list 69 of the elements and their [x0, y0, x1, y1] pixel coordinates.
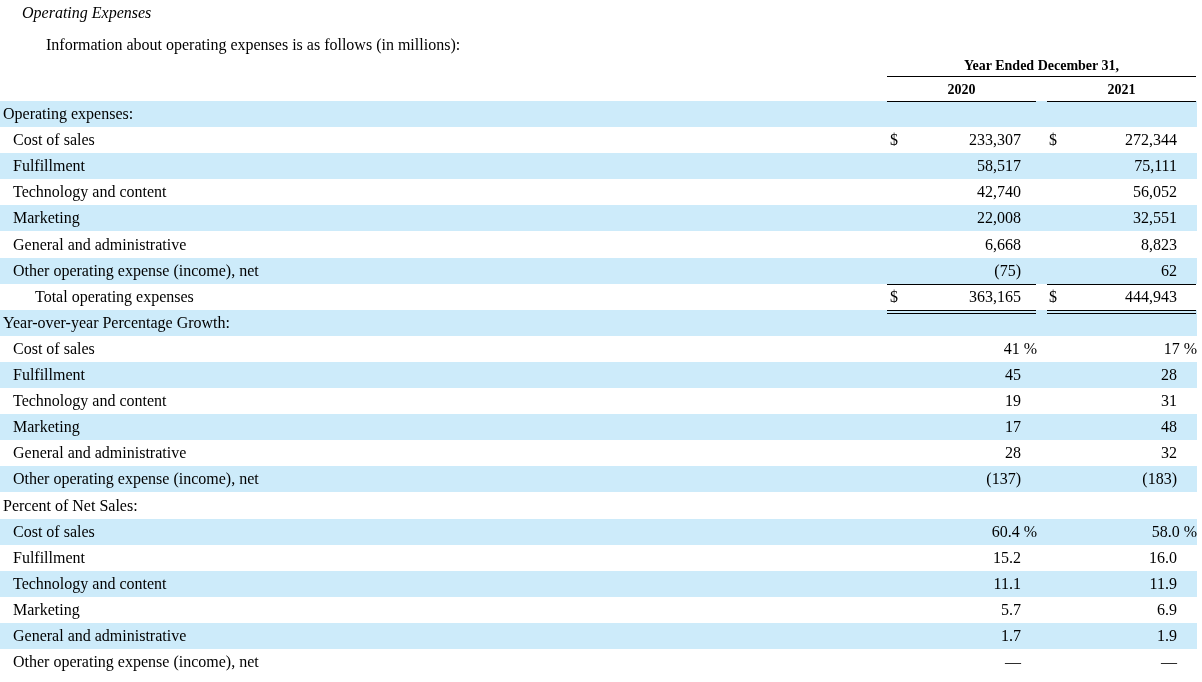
row-label: Cost of sales — [13, 130, 95, 151]
value-cell: 6.9 — [1157, 599, 1177, 620]
row-label: Marketing — [13, 417, 80, 438]
value-cell: 41 % — [1003, 338, 1037, 359]
section-title: Operating Expenses — [22, 3, 152, 23]
value-cell: 32 — [1161, 443, 1177, 464]
currency-symbol: $ — [890, 286, 898, 307]
year-header: 2020 — [946, 81, 977, 99]
value-cell: 15.2 — [993, 547, 1021, 568]
year-header: 2021 — [1106, 81, 1137, 99]
value-cell: 75,111 — [1134, 156, 1177, 177]
row-label: Marketing — [13, 599, 80, 620]
row-label: Fulfillment — [13, 547, 85, 568]
row-label: Other operating expense (income), net — [13, 469, 259, 490]
section-heading: Operating expenses: — [3, 104, 134, 124]
row-label: Other operating expense (income), net — [13, 260, 259, 281]
value-cell: 272,344 — [1125, 130, 1177, 151]
column-header: Year Ended December 31, — [963, 57, 1120, 75]
intro-text: Information about operating expenses is as follows (in millions): — [46, 35, 461, 55]
value-cell: 233,307 — [969, 130, 1021, 151]
value-cell: 28 — [1161, 365, 1177, 385]
row-label: Cost of sales — [13, 521, 95, 542]
value-cell: 444,943 — [1125, 286, 1177, 307]
row-label: General and administrative — [13, 234, 187, 255]
row-label: Cost of sales — [13, 338, 95, 359]
value-cell: (75) — [994, 260, 1021, 281]
value-cell: 19 — [1005, 391, 1021, 412]
value-cell: — — [1005, 652, 1021, 673]
value-cell: 17 % — [1163, 338, 1197, 359]
value-cell: 363,165 — [969, 286, 1021, 307]
row-label: Other operating expense (income), net — [13, 652, 259, 673]
row-label: Total operating expenses — [35, 286, 194, 307]
row-label: Fulfillment — [13, 156, 85, 177]
value-cell: 8,823 — [1141, 234, 1177, 255]
value-cell: 31 — [1161, 391, 1177, 412]
section-heading: Percent of Net Sales: — [3, 495, 138, 516]
value-cell: 17 — [1005, 417, 1021, 438]
section-heading: Year-over-year Percentage Growth: — [3, 312, 230, 333]
value-cell: 56,052 — [1133, 182, 1177, 203]
value-cell: 58.0 % — [1151, 521, 1197, 542]
currency-symbol: $ — [1049, 130, 1057, 151]
value-cell: 28 — [1005, 443, 1021, 464]
value-cell: 42,740 — [977, 182, 1021, 203]
value-cell: 11.1 — [993, 573, 1021, 594]
row-label: Technology and content — [13, 182, 167, 203]
value-cell: 5.7 — [1001, 599, 1021, 620]
value-cell: 1.9 — [1157, 626, 1177, 646]
row-label: Technology and content — [13, 391, 167, 412]
value-cell: 22,008 — [977, 208, 1021, 229]
value-cell: 45 — [1005, 365, 1021, 385]
value-cell: 6,668 — [985, 234, 1021, 255]
value-cell: (183) — [1142, 469, 1177, 490]
row-label: General and administrative — [13, 443, 187, 464]
currency-symbol: $ — [1049, 286, 1057, 307]
row-label: General and administrative — [13, 626, 187, 646]
value-cell: — — [1161, 652, 1177, 673]
value-cell: 16.0 — [1149, 547, 1177, 568]
value-cell: (137) — [986, 469, 1021, 490]
value-cell: 62 — [1161, 260, 1177, 281]
value-cell: 48 — [1161, 417, 1177, 438]
row-label: Marketing — [13, 208, 80, 229]
row-label: Technology and content — [13, 573, 167, 594]
value-cell: 1.7 — [1001, 626, 1021, 646]
value-cell: 11.9 — [1149, 573, 1177, 594]
row-label: Fulfillment — [13, 365, 85, 385]
currency-symbol: $ — [890, 130, 898, 151]
value-cell: 58,517 — [977, 156, 1021, 177]
value-cell: 60.4 % — [991, 521, 1037, 542]
value-cell: 32,551 — [1133, 208, 1177, 229]
